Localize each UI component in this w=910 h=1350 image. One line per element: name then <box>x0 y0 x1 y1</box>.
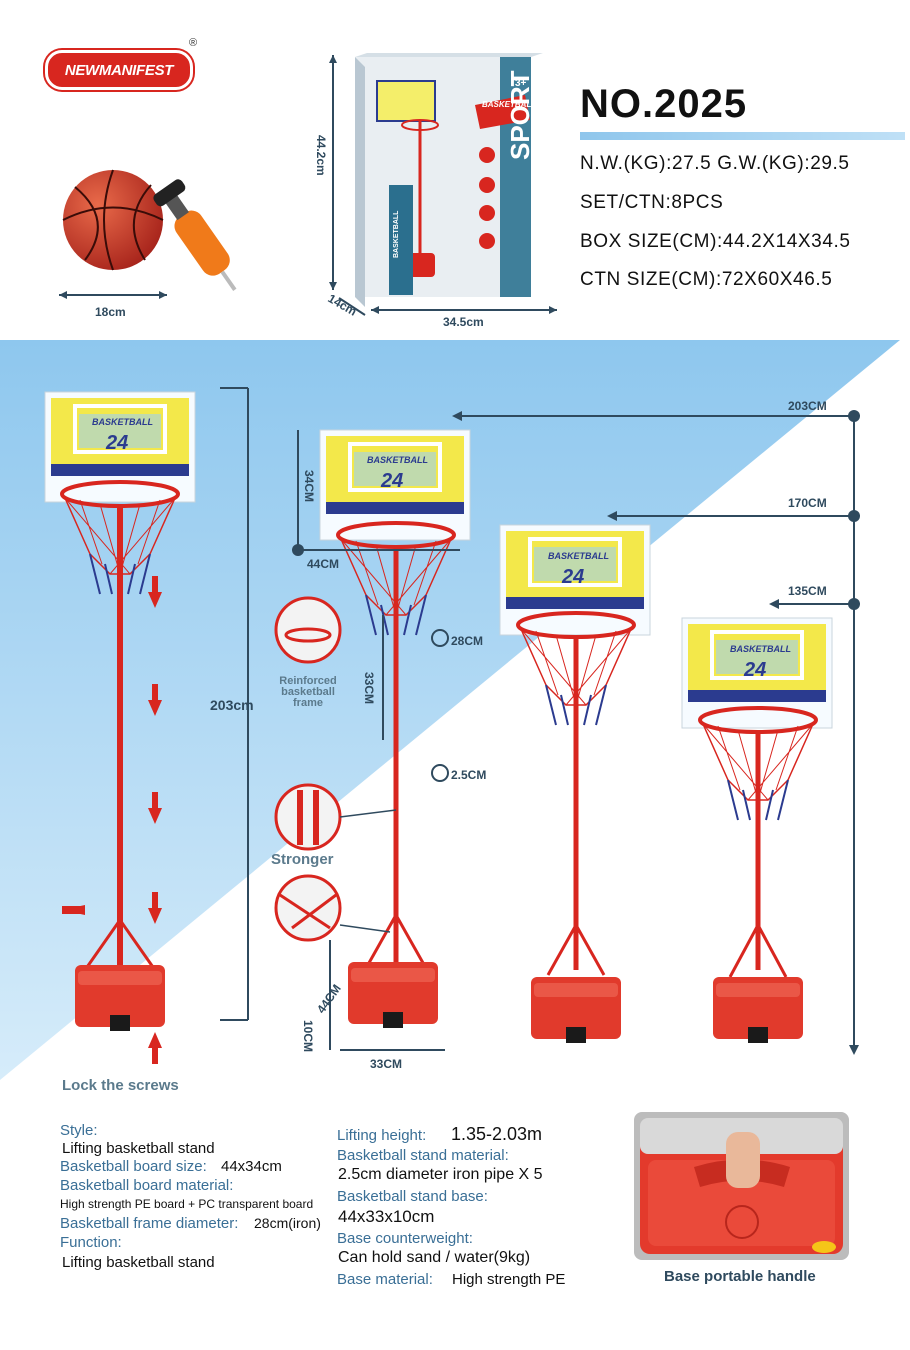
detail-counterweight-label: Base counterweight: <box>337 1230 473 1247</box>
ball-and-pump-image <box>59 169 237 299</box>
board-number-1: 24 <box>106 432 129 454</box>
lock-screws-label: Lock the screws <box>62 1077 179 1094</box>
detail-board-material-label: Basketball board material: <box>60 1177 234 1194</box>
base-handle-photo <box>634 1112 849 1260</box>
spec-ctn-size: CTN SIZE(CM):72X60X46.5 <box>580 269 833 290</box>
base-width-label: 33CM <box>370 1057 403 1071</box>
detail-stand-base-label: Basketball stand base: <box>337 1188 488 1205</box>
basketball-stands-illustration <box>43 387 860 1064</box>
board-label-3: BASKETBALL <box>548 551 609 561</box>
spec-box-size: BOX SIZE(CM):44.2X14X34.5 <box>580 231 851 252</box>
board-number-4: 24 <box>744 659 767 681</box>
detail-lifting-height-value: 1.35-2.03m <box>451 1124 543 1144</box>
detail-board-material-value: High strength PE board + PC transparent … <box>60 1197 314 1211</box>
box-height-label: 44.2cm <box>314 135 328 176</box>
board-label-2: BASKETBALL <box>367 455 428 465</box>
detail-style-label: Style: <box>60 1122 98 1139</box>
detail-function-value: Lifting basketball stand <box>62 1254 215 1271</box>
box-width-label: 34.5cm <box>443 315 484 329</box>
pole-gap-label: 33CM <box>362 672 376 705</box>
detail-frame-diameter-value: 28cm(iron) <box>254 1215 321 1231</box>
brand-logo: NEWMANIFEST <box>45 50 193 90</box>
detail-board-size-value: 44x34cm <box>221 1158 282 1175</box>
detail-stand-material-label: Basketball stand material: <box>337 1147 509 1164</box>
height-135-label: 135CM <box>788 584 827 598</box>
detail-frame-diameter-label: Basketball frame diameter: <box>60 1215 239 1232</box>
handle-caption: Base portable handle <box>664 1268 816 1285</box>
detail-base-material-label: Base material: <box>337 1271 433 1288</box>
spec-set: SET/CTN:8PCS <box>580 192 724 213</box>
detail-board-size-label: Basketball board size: <box>60 1158 207 1175</box>
detail-lifting-height-label: Lifting height: <box>337 1127 427 1144</box>
detail-stand-material-value: 2.5cm diameter iron pipe X 5 <box>338 1166 543 1183</box>
detail-style-value: Lifting basketball stand <box>62 1140 215 1157</box>
detail-stand-base-value: 44x33x10cm <box>338 1207 435 1226</box>
board-width-label: 44CM <box>307 557 340 571</box>
base-height-label: 10CM <box>301 1020 315 1053</box>
box-side-text: BASKETBALL <box>393 210 400 258</box>
board-label-1: BASKETBALL <box>92 417 153 427</box>
model-number: NO.2025 <box>580 82 748 126</box>
spec-weight: N.W.(KG):27.5 G.W.(KG):29.5 <box>580 153 850 174</box>
board-label-4: BASKETBALL <box>730 644 791 654</box>
detail-function-label: Function: <box>60 1234 122 1251</box>
board-number-3: 24 <box>562 566 585 588</box>
rim-diameter-label: 28CM <box>451 634 484 648</box>
stronger-label: Stronger <box>271 851 334 868</box>
package-box-image <box>329 53 557 316</box>
reinforced-frame-label: Reinforced basketball frame <box>279 675 337 709</box>
box-subtitle: SUPER power <box>538 121 548 180</box>
detail-base-material-value: High strength PE <box>452 1271 566 1288</box>
sky-background <box>0 340 900 1080</box>
handle-illustration <box>640 1118 843 1254</box>
ball-size-label: 18cm <box>95 305 126 319</box>
model-underline <box>580 132 905 140</box>
board-height-label: 34CM <box>302 470 316 503</box>
registered-mark: ® <box>189 37 198 49</box>
full-height-label: 203cm <box>210 697 254 713</box>
box-age: 3+ <box>515 78 527 89</box>
detail-counterweight-value: Can hold sand / water(9kg) <box>338 1249 531 1266</box>
height-203-label: 203CM <box>788 399 827 413</box>
height-170-label: 170CM <box>788 496 827 510</box>
box-badge: BASKETBALL HOOP <box>482 100 562 109</box>
pipe-diameter-label: 2.5CM <box>451 768 487 782</box>
board-number-2: 24 <box>381 470 404 492</box>
